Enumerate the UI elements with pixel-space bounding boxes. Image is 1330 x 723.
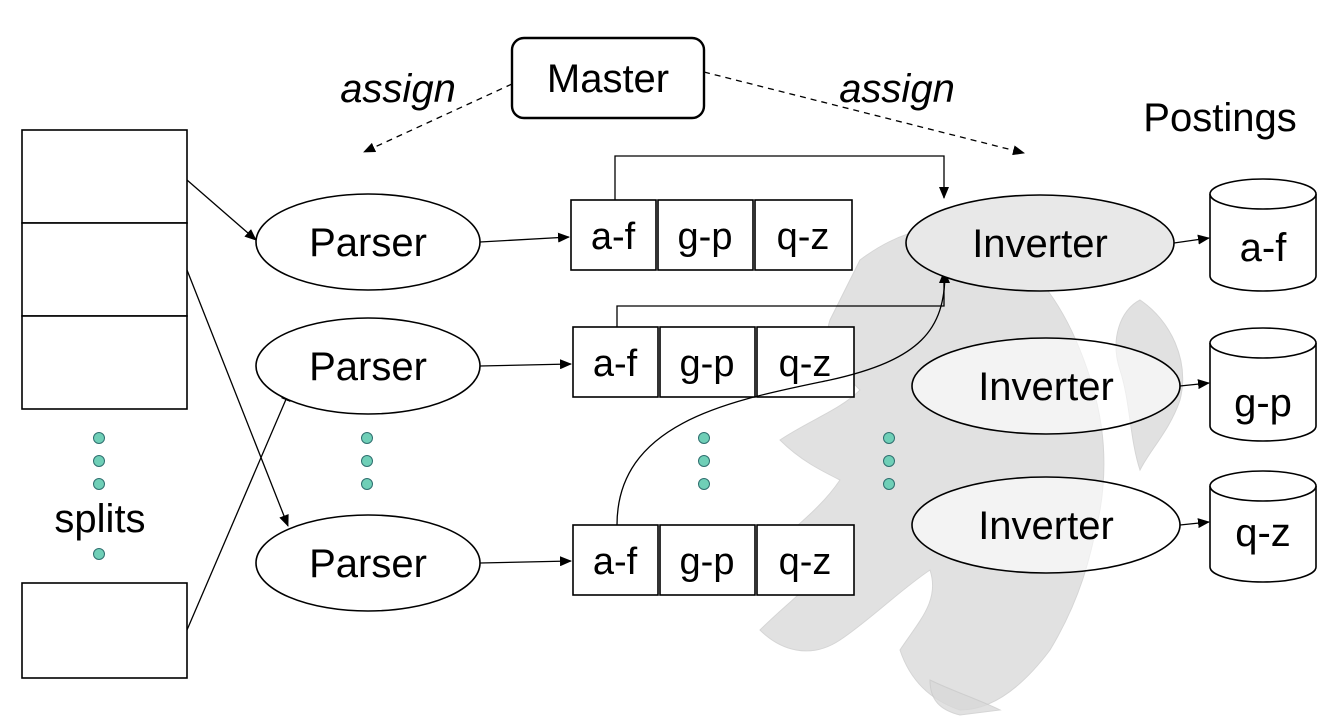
inverter-label: Inverter	[978, 365, 1114, 409]
ellipsis-dot	[883, 432, 895, 444]
splits-label: splits	[54, 497, 145, 541]
posting-label: a-f	[1240, 226, 1288, 270]
ellipsis-dot	[93, 455, 105, 467]
parser-to-partition-arrow	[479, 359, 572, 370]
partition-to-inverter-arrow	[616, 271, 950, 526]
ellipsis-dot	[93, 548, 105, 560]
partition-cell-label: q-z	[779, 541, 832, 583]
assign-arrow-left	[363, 83, 513, 153]
master-label: Master	[547, 57, 669, 101]
partition-row: a-f g-p q-z	[572, 326, 855, 398]
inverter-node: Inverter	[905, 194, 1175, 292]
assign-arrow-right	[703, 71, 1025, 156]
inverter-to-posting-arrow	[1179, 518, 1210, 529]
partition-to-inverter-arrow	[614, 155, 949, 200]
split-to-parser-arrows	[186, 179, 291, 631]
ellipsis-dot	[883, 455, 895, 467]
posting-cylinder: a-f	[1209, 178, 1317, 292]
split-box	[21, 315, 188, 410]
partition-row: a-f g-p q-z	[570, 199, 853, 271]
assign-label-left: assign	[340, 67, 456, 111]
ellipsis-dot	[93, 478, 105, 490]
parser-label: Parser	[309, 221, 427, 265]
partition-cell-label: a-f	[591, 216, 636, 258]
partition-cell-label: q-z	[777, 216, 830, 258]
assign-label-right: assign	[839, 67, 955, 111]
ellipsis-dot	[698, 432, 710, 444]
postings-title: Postings	[1143, 96, 1296, 140]
partition-cell-label: g-p	[680, 541, 735, 583]
partition-cell-label: a-f	[593, 541, 638, 583]
parser-label: Parser	[309, 542, 427, 586]
posting-label: g-p	[1234, 381, 1292, 425]
posting-label: q-z	[1235, 511, 1291, 555]
inverter-node: Inverter	[911, 476, 1181, 574]
ellipsis-dot	[698, 455, 710, 467]
posting-cylinder: q-z	[1209, 470, 1317, 583]
parser-label: Parser	[309, 345, 427, 389]
split-box	[21, 582, 188, 679]
partition-cell-label: q-z	[779, 343, 832, 385]
ellipsis-dot	[361, 478, 373, 490]
parser-to-partition-arrow	[479, 232, 570, 243]
partition-cell-label: g-p	[678, 216, 733, 258]
partition-row: a-f g-p q-z	[572, 524, 855, 596]
splits-column: splits	[21, 129, 188, 679]
ellipsis-dot	[361, 432, 373, 444]
parser-node: Parser	[255, 317, 481, 415]
inverter-to-posting-arrow	[1179, 379, 1210, 390]
posting-cylinder: g-p	[1209, 327, 1317, 442]
split-box	[21, 129, 188, 224]
ellipsis-dot	[698, 478, 710, 490]
ellipsis-dot	[93, 432, 105, 444]
watermark-graphic	[759, 226, 1184, 716]
parser-node: Parser	[255, 514, 481, 612]
master-node: Master	[510, 36, 706, 120]
partition-cell-label: g-p	[680, 343, 735, 385]
parser-node: Parser	[255, 193, 481, 291]
parser-to-partition-arrow	[479, 556, 572, 567]
inverter-label: Inverter	[978, 504, 1114, 548]
ellipsis-dot	[361, 455, 373, 467]
inverter-to-posting-arrow	[1173, 234, 1210, 245]
inverter-node: Inverter	[911, 337, 1181, 435]
inverter-label: Inverter	[972, 222, 1108, 266]
ellipsis-dot	[883, 478, 895, 490]
partition-cell-label: a-f	[593, 343, 638, 385]
split-box	[21, 222, 188, 317]
